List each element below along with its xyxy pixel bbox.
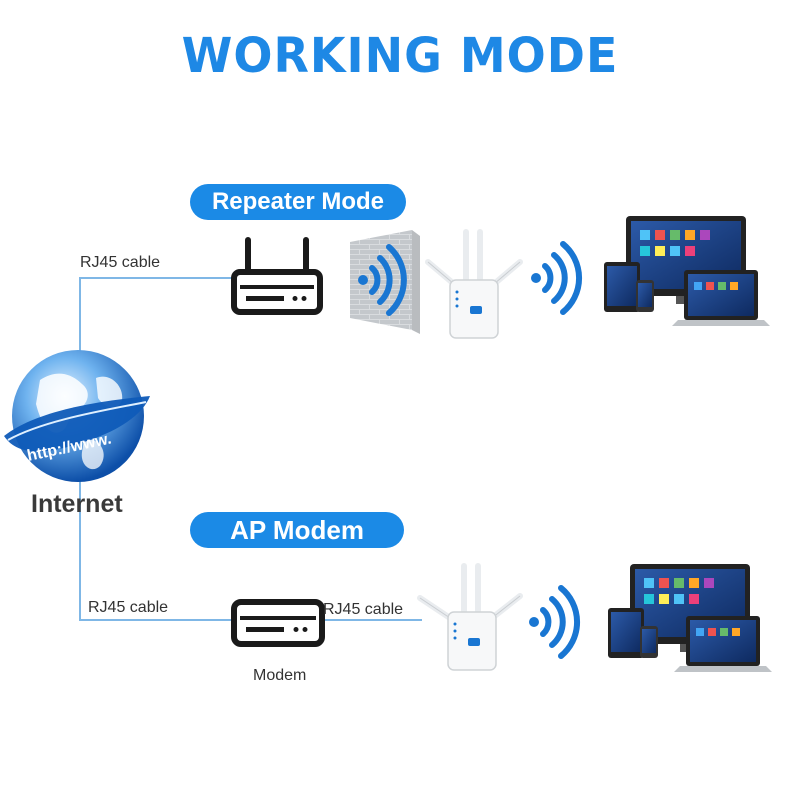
cable-lines (79, 277, 422, 621)
rj45-cable-label-right: RJ45 cable (323, 601, 404, 618)
rj45-cable-label: RJ45 cable (80, 254, 161, 271)
devices-icon (608, 564, 772, 672)
internet-label: Internet (31, 490, 123, 518)
wifi-signal-icon (358, 244, 407, 316)
page-title: WORKING MODE (181, 26, 619, 84)
globe-icon (4, 350, 150, 482)
repeater-mode-badge: Repeater Mode (190, 184, 406, 220)
extender-icon (425, 229, 523, 339)
wifi-signal-icon (529, 585, 580, 659)
modem-label: Modem (253, 667, 307, 684)
wifi-signal-icon (531, 241, 582, 315)
rj45-cable-label-left: RJ45 cable (88, 599, 169, 616)
router-icon (231, 237, 323, 315)
extender-icon (417, 563, 523, 671)
devices-icon (604, 216, 770, 326)
ap-modem-badge: AP Modem (190, 512, 404, 548)
modem-icon (231, 599, 325, 647)
